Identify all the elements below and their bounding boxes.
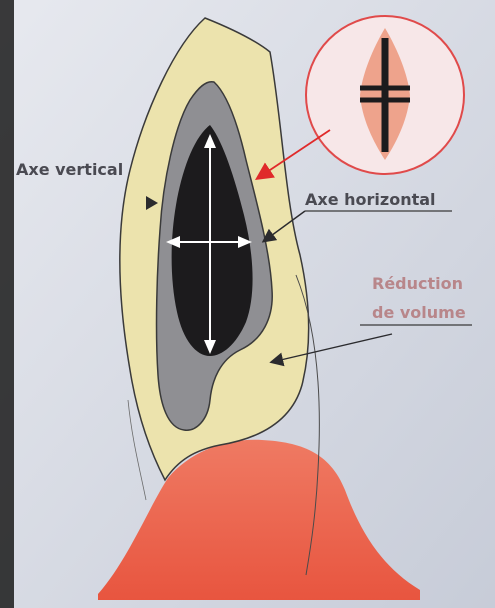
reduction-label-line2: de volume bbox=[372, 303, 466, 323]
axe-vertical-label: Axe vertical bbox=[16, 160, 123, 180]
reduction-label-line1: Réduction bbox=[372, 274, 463, 294]
left-edge-shadow bbox=[0, 0, 14, 608]
axe-horizontal-label: Axe horizontal bbox=[305, 190, 436, 210]
